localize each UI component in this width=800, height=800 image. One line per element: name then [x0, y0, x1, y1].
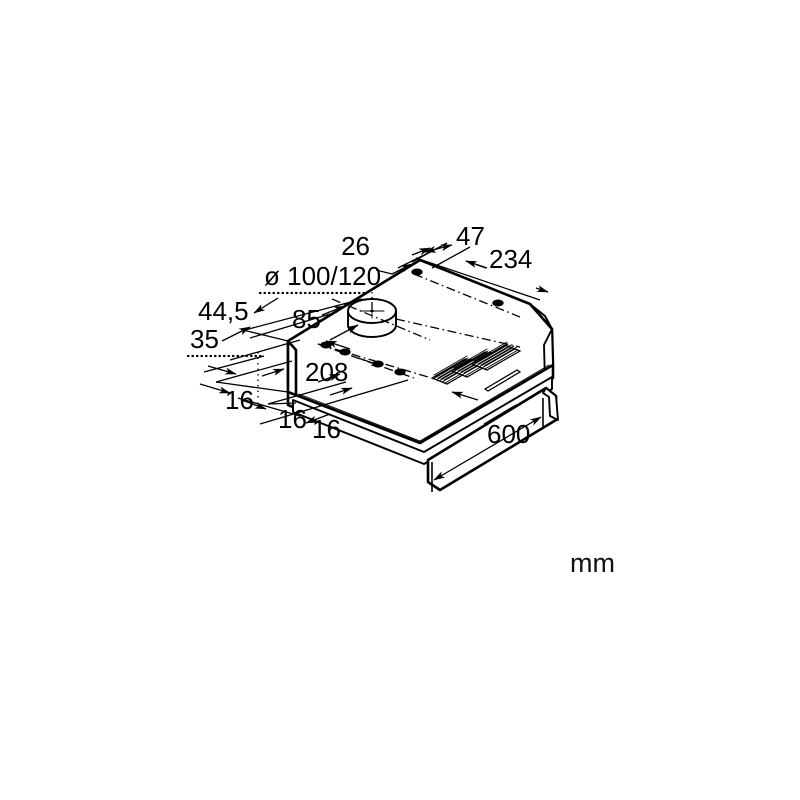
hood-front-face — [286, 363, 555, 459]
dim-label-26: 26 — [341, 231, 370, 261]
arrow-16-lower — [305, 413, 331, 424]
dim-label-208: 208 — [305, 357, 348, 387]
arrow-16-mid — [329, 387, 353, 396]
rail-c — [249, 313, 331, 339]
dim-label-duct-diameter: ø 100/120 — [264, 261, 381, 291]
hood-visor-left-lip — [427, 459, 441, 491]
arrow-26-lower — [391, 263, 413, 275]
rail-e — [242, 329, 289, 342]
dimension-16-left: 16 — [215, 360, 293, 415]
construction-rails — [203, 313, 331, 417]
duct-diameter-callout: ø 100/120 — [258, 261, 381, 341]
centerline-duct-axis-a — [331, 298, 431, 341]
dim-label-44-5: 44,5 — [198, 296, 249, 326]
dimline-600 — [433, 416, 542, 481]
rail-f — [215, 381, 289, 393]
hood-deck-seam — [298, 364, 550, 442]
dimension-26: 26 — [341, 231, 435, 275]
dim-label-234: 234 — [489, 244, 532, 274]
witness-47-right — [431, 246, 471, 269]
dimension-85: 85 — [244, 298, 363, 334]
dim-label-16-lower: 16 — [312, 414, 341, 444]
dim-label-16-left: 16 — [225, 385, 254, 415]
arrow-16-left — [261, 368, 285, 377]
arrow-35-lower-a — [207, 365, 237, 375]
arrow-208-right — [357, 357, 383, 367]
rail-d — [237, 397, 301, 417]
dim-label-600: 600 — [487, 419, 530, 449]
handle-slot-glyph — [483, 369, 522, 392]
arrow-16-lower-b — [241, 399, 267, 410]
centerline-duct-axis-b — [395, 318, 521, 348]
leader-600 — [483, 404, 517, 425]
grease-filter-grille — [430, 341, 522, 385]
hood-visor-right-bracket — [542, 387, 559, 421]
dimline-85-rail — [244, 298, 363, 331]
dimline-16-lower-rail — [259, 379, 409, 425]
mount-hole-5 — [411, 268, 423, 276]
dim-label-35: 35 — [190, 324, 219, 354]
arrow-44-5 — [253, 297, 279, 314]
arrow-35-lower-b — [199, 383, 231, 394]
arrow-85-right — [321, 305, 346, 316]
leader-234 — [465, 260, 488, 269]
dimension-35: 35 — [186, 324, 264, 400]
mount-hole-6 — [492, 299, 504, 307]
control-slot — [483, 369, 522, 392]
centerline-rear-row — [413, 273, 521, 318]
dimension-44-5: 44,5 — [198, 296, 279, 326]
arrow-16-mid-b — [317, 373, 341, 383]
dimension-208: 208 — [305, 340, 415, 387]
arrow-16-lower-c — [451, 391, 479, 401]
dimline-16-left-rail — [215, 360, 293, 383]
dimension-16-middle: 16 — [267, 373, 353, 434]
arrow-35 — [221, 326, 251, 342]
arrow-duct-diameter — [329, 324, 359, 341]
hood-corner-round — [529, 303, 553, 330]
dimension-234: 234 — [415, 244, 549, 301]
dim-label-85: 85 — [292, 304, 321, 334]
dimension-600: 600 — [431, 398, 544, 492]
arrow-234-far — [535, 285, 549, 293]
arrow-26-upper — [411, 247, 431, 256]
arrow-208-left — [325, 340, 351, 350]
rail-a — [229, 339, 301, 361]
dimension-16-lower: 16 — [241, 379, 479, 444]
unit-label: mm — [570, 548, 615, 578]
dimline-16-mid-rail — [267, 381, 347, 405]
dim-label-16-middle: 16 — [278, 404, 307, 434]
rail-b — [203, 355, 265, 373]
hood-front-band — [292, 376, 553, 465]
dim-label-47: 47 — [456, 221, 485, 251]
leader-26 — [375, 269, 393, 275]
rail-g — [267, 402, 297, 405]
